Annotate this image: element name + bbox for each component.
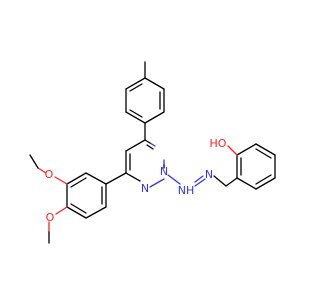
hydroxyl-label: HO: [210, 137, 227, 150]
o-methoxy-lower-label: O: [46, 211, 55, 224]
bond: [213, 175, 227, 187]
bond: [144, 77, 165, 90]
tolyl-ring: [125, 61, 165, 141]
nh-label: NH: [178, 184, 195, 197]
bond: [167, 174, 181, 185]
methoxy-bond: [55, 206, 68, 215]
structure-diagram: N N NH N HO O O: [29, 61, 276, 244]
bond: [144, 111, 165, 124]
bond: [194, 178, 206, 187]
bond: [66, 206, 87, 219]
bond: [125, 111, 146, 124]
bond: [125, 77, 146, 90]
dimethoxyphenyl-ring: [29, 154, 107, 244]
double-bond-inner: [255, 174, 272, 185]
biaryl-bond: [105, 172, 127, 185]
double-bond-inner: [70, 177, 87, 188]
molecule-canvas: N N NH N HO O O: [29, 61, 276, 244]
methyl-bond: [29, 154, 39, 169]
n-imine-label: N: [205, 168, 213, 181]
o-methoxy-upper-label: O: [45, 168, 54, 181]
bond: [255, 177, 276, 190]
double-bond-inner: [70, 203, 87, 214]
double-bond-inner: [255, 148, 272, 159]
bond: [125, 172, 141, 182]
bond: [149, 142, 156, 147]
double-bond: [194, 175, 204, 183]
double-bond-inner: [129, 109, 143, 118]
bond: [149, 178, 165, 188]
bond: [236, 143, 257, 156]
n-ring-top-label: N: [160, 165, 168, 178]
double-bond-inner: [129, 83, 143, 92]
methoxy-bond: [37, 167, 47, 174]
phenol-ring: [227, 143, 276, 190]
bond: [85, 172, 107, 185]
bond: [236, 177, 257, 190]
bond: [125, 139, 146, 152]
hydrazone-linker: [167, 174, 238, 187]
hydroxyl-bond: [227, 145, 238, 156]
bond: [255, 143, 276, 156]
bond: [225, 177, 238, 187]
bond: [85, 206, 107, 219]
pyrimidine-ring: [105, 139, 165, 188]
methoxy-bond: [54, 176, 68, 185]
bond: [144, 139, 151, 144]
double-bond-inner: [146, 144, 154, 150]
bond: [66, 172, 87, 185]
n-ring-bottom-label: N: [141, 182, 149, 195]
